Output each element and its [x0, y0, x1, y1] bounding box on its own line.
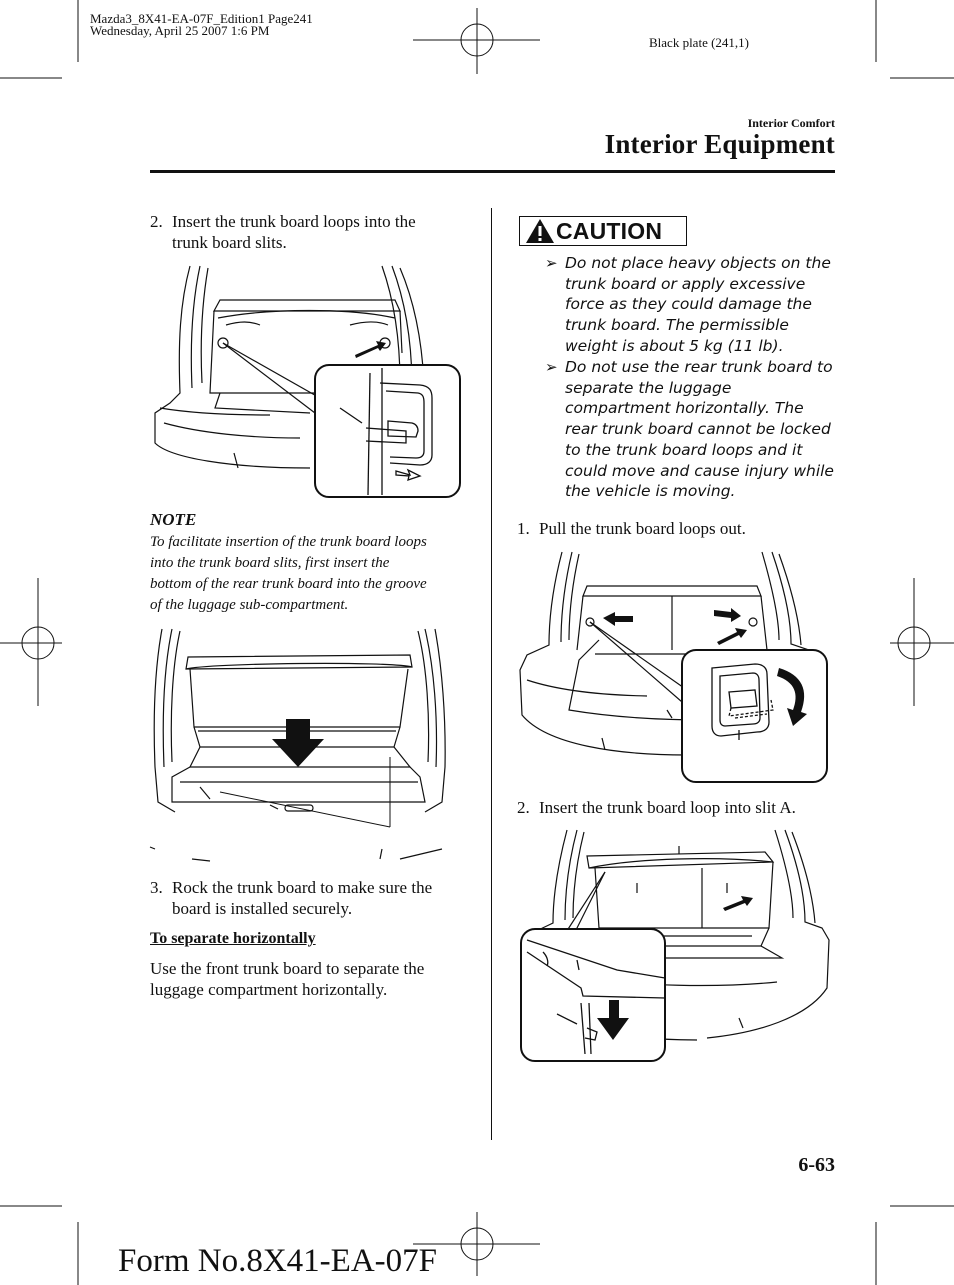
step-text-line-2: board is installed securely.: [172, 899, 353, 918]
caution-item-2-line-2: separate the luggage: [565, 378, 732, 397]
warning-triangle-icon: [526, 219, 554, 243]
step-text-line-1: Insert the trunk board loops into the: [172, 212, 416, 231]
paragraph-line-2: luggage compartment horizontally.: [150, 980, 388, 999]
figure-insert-board-groove: [149, 628, 446, 862]
caution-box: CAUTION: [519, 216, 687, 246]
caution-item-2-line-4: rear trunk board cannot be locked: [565, 420, 831, 439]
subheading-separate-horizontally: To separate horizontally: [150, 930, 316, 947]
caution-item-1-line-1: Do not place heavy objects on the: [565, 254, 831, 272]
header-rule: [150, 170, 835, 173]
page-number: 6-63: [798, 1154, 835, 1176]
note-line-1: To facilitate insertion of the trunk boa…: [150, 534, 427, 550]
figure-insert-loops: [154, 265, 461, 498]
print-date-line: Wednesday, April 25 2007 1:6 PM: [90, 23, 270, 38]
step-number: 3.: [150, 878, 163, 897]
step-number: 2.: [517, 798, 530, 817]
caution-item-1-line-2: trunk board or apply excessive: [565, 274, 806, 293]
figure-insert-slit-a: [520, 829, 830, 1062]
bullet-arrow-icon: ➢: [545, 358, 558, 376]
note-line-4: of the luggage sub-compartment.: [150, 597, 349, 613]
form-number: Form No.8X41-EA-07F: [118, 1243, 437, 1279]
note-line-3: bottom of the rear trunk board into the …: [150, 576, 427, 592]
print-job-line: Mazda3_8X41-EA-07F_Edition1 Page241: [90, 11, 313, 26]
column-divider: [491, 208, 492, 1140]
caution-item-2-line-1: Do not use the rear trunk board to: [565, 358, 833, 376]
note-heading: NOTE: [150, 510, 197, 529]
section-name: Interior Comfort: [747, 116, 835, 130]
figure-pull-loops: [519, 551, 828, 783]
step-text-line-1: Rock the trunk board to make sure the: [172, 878, 433, 897]
note-line-2: into the trunk board slits, first insert…: [150, 555, 390, 571]
plate-label: Black plate (241,1): [649, 35, 749, 50]
step-text: Insert the trunk board loop into slit A.: [539, 798, 796, 817]
caution-item-1-line-5: weight is about 5 kg (11 lb).: [565, 336, 784, 355]
step-number: 1.: [517, 519, 530, 538]
page-title: Interior Equipment: [604, 129, 835, 159]
caution-item-2-line-7: the vehicle is moving.: [565, 482, 736, 501]
paragraph-line-1: Use the front trunk board to separate th…: [150, 959, 425, 978]
step-text: Pull the trunk board loops out.: [539, 519, 746, 538]
bullet-arrow-icon: ➢: [545, 254, 558, 272]
caution-item-2-line-6: could move and cause injury while: [565, 461, 834, 480]
caution-item-2-line-5: to the trunk board loops and it: [565, 440, 803, 459]
caution-item-2-line-3: compartment horizontally. The: [565, 399, 804, 418]
caution-item-1-line-4: trunk board. The permissible: [565, 316, 789, 335]
step-text-line-2: trunk board slits.: [172, 233, 287, 252]
caution-label: CAUTION: [556, 218, 663, 244]
caution-item-1-line-3: force as they could damage the: [565, 295, 812, 314]
step-number: 2.: [150, 212, 163, 231]
